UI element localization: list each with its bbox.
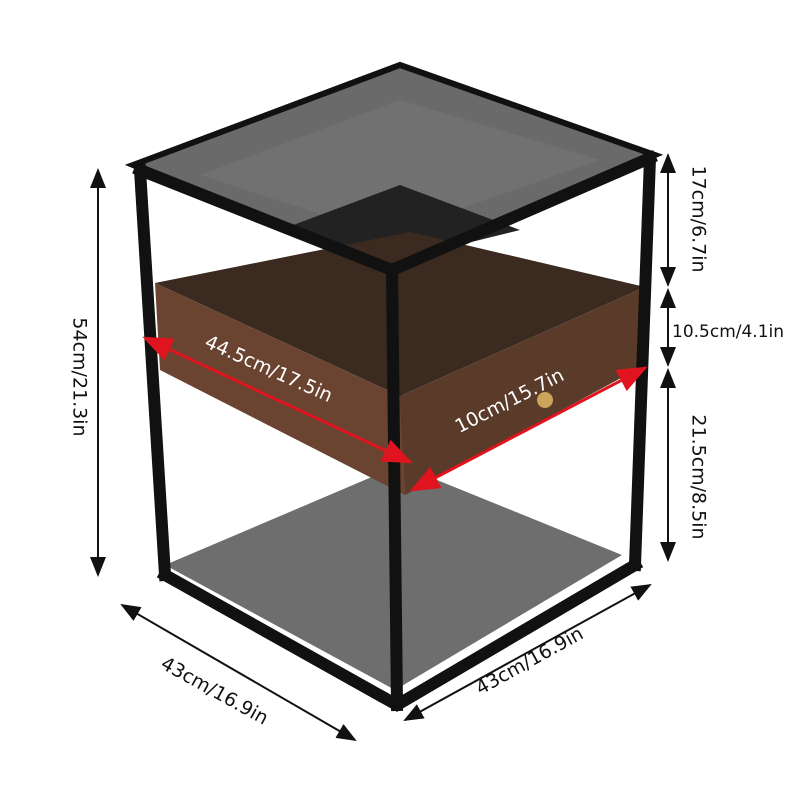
width-arrow — [403, 584, 652, 721]
top-gap-label: 17cm/6.7in — [687, 165, 710, 273]
depth-arrow — [120, 603, 357, 742]
drawer-width-arrow — [409, 366, 648, 492]
drawer-height-label: 10.5cm/4.1in — [672, 322, 785, 342]
drawer-top — [155, 232, 645, 396]
drawer-length-arrow — [142, 336, 413, 464]
total-height-label: 54cm/21.3in — [68, 317, 91, 437]
bottom-gap-label: 21.5cm/8.5in — [687, 414, 710, 540]
